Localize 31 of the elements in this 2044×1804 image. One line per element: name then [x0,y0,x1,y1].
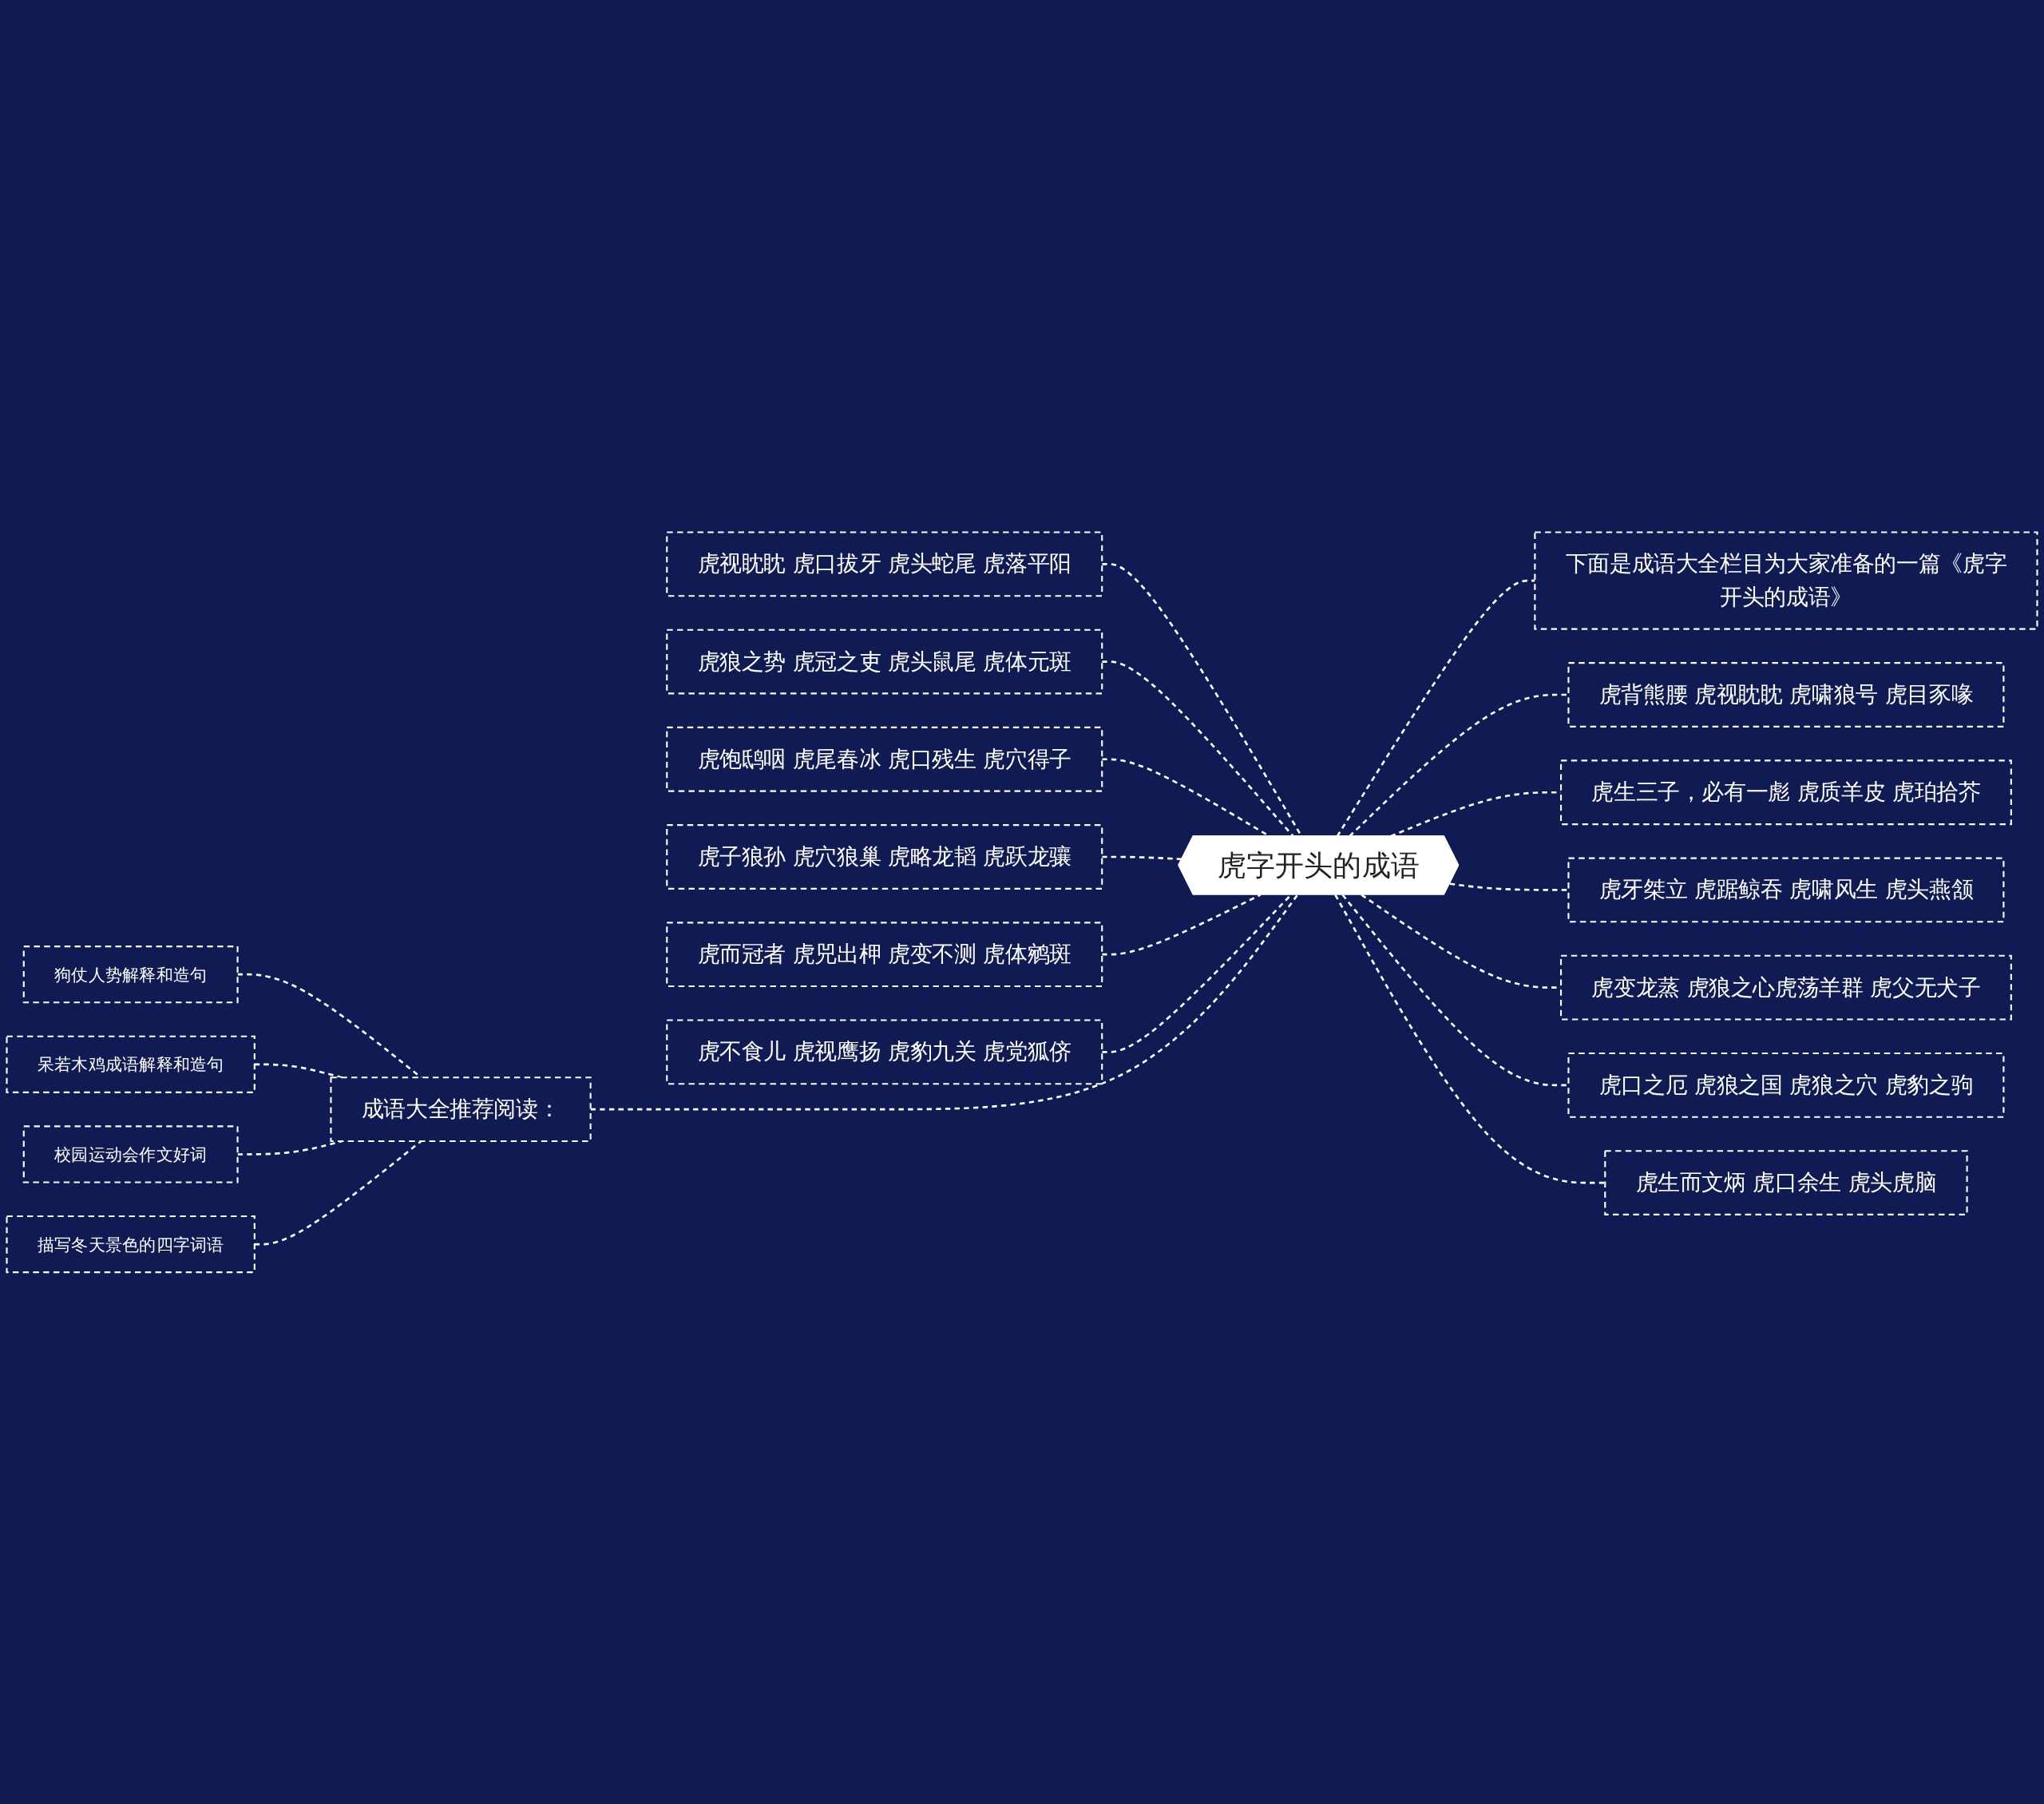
node-box [1559,954,2012,1021]
connector [1102,894,1292,1053]
node-box [6,1035,256,1093]
node-box [1567,857,2005,922]
connector [1341,894,1569,1086]
node-box [22,945,239,1003]
connector [1102,894,1262,956]
connector [1334,894,1606,1184]
connector [1336,579,1535,837]
node-box [22,1124,239,1184]
mind-map: 虎字开头的成语 虎视眈眈 虎口拔牙 虎头蛇尾 虎落平阳 虎狼之势 虎冠之吏 虎头鼠尾 虎体元斑 虎饱鸱咽 虎尾春冰 虎口残生 虎穴得子 虎子狼孙 虎穴狼巢 虎略龙韬 虎跃龙骧 虎而冠者 虎兕出柙 虎变不测 虎体鹓斑 虎不食儿 虎视鹰扬 虎豹九关 虎党狐侪 成语大全推荐阅读： 狗仗人势解释和造句 呆若木鸡成语解释和造句 校园运动会作文好词 描写冬天景色的四字词语 下面是成语大全栏目为大家准备的一篇《虎字开头的成语》 虎背熊腰 虎视眈眈 虎啸狼号 虎目豕喙 虎生三子，必有一彪 虎质羊皮 虎珀拾芥 虎牙桀立 虎踞鲸吞 虎啸风生 虎头燕颔 虎变龙蒸 虎狼之心虎荡羊群 虎父无犬子 虎口之厄 虎狼之国 虎狼之穴 虎豹之驹 虎生而文炳 虎口余生 虎头虎脑 [0,525,2044,1279]
node-box [1567,1052,2005,1118]
connector [1449,882,1569,891]
connector [1102,855,1182,860]
node-box [666,531,1103,597]
connector [1349,693,1569,837]
node-box [666,628,1103,695]
node-box [666,823,1103,890]
node-box [1567,661,2005,728]
connector [1102,562,1303,837]
node-box [666,726,1103,792]
node-box [6,1215,256,1273]
node-box [666,1019,1103,1084]
node-box [330,1076,592,1142]
node-box [1559,759,2012,825]
node-box [1534,531,2038,630]
connector [1102,660,1294,837]
connector [590,894,1299,1111]
connector [237,1140,343,1156]
node-box [1604,1149,1968,1215]
node-box [666,921,1103,987]
